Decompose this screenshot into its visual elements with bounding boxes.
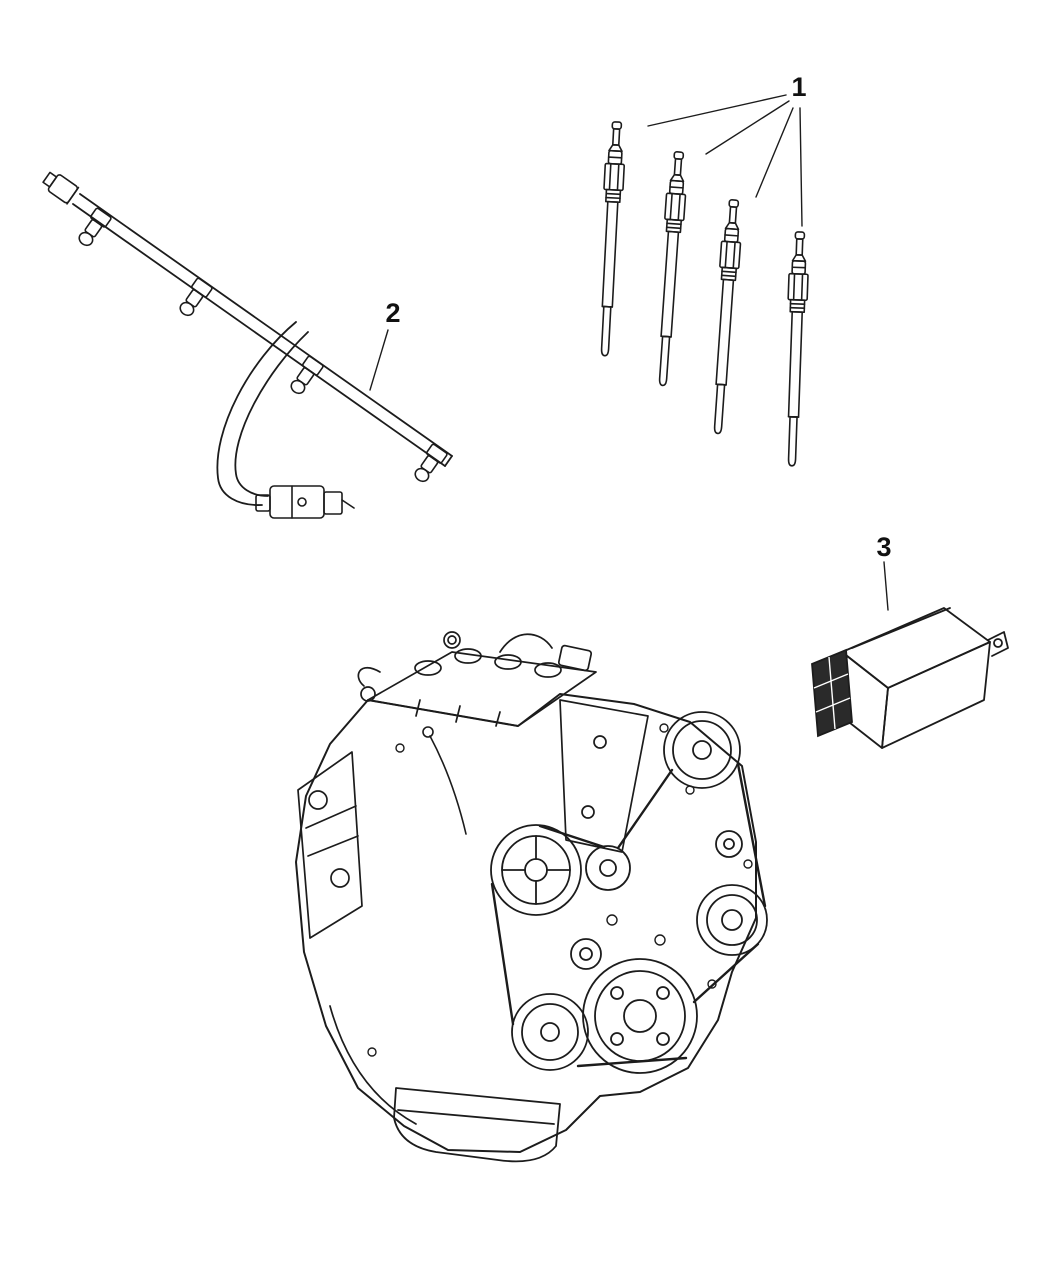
engine-block-outline [295,693,757,1153]
idler-pulley-small [570,938,602,970]
bolt-details [367,723,753,1057]
callout-2-leader-line [369,329,389,391]
harness-wire-loop [216,321,309,506]
callout-3[interactable]: 3 [876,532,891,562]
callout-2[interactable]: 2 [385,298,400,328]
module-pin-connector [811,648,853,738]
glow-plug-1 [594,120,628,357]
glow-plug-2 [652,150,690,387]
engine-assembly-drawing [295,631,768,1163]
glow-plugs-drawing [594,120,811,467]
wiring-harness-drawing [42,171,453,519]
dipstick-tube [422,726,467,835]
front-bracket [559,699,649,853]
harness-end-connector [42,171,80,205]
engine-mount-plate [297,751,363,939]
module-mount-tab [987,631,1009,657]
crankshaft-pulley [582,958,698,1074]
harness-main-connector [255,485,355,519]
water-pump-pulley [490,824,582,916]
serpentine-belt [490,762,767,1068]
oil-pan [393,1087,561,1163]
harness-rail [72,193,453,467]
alternator-pulley [696,884,768,956]
idler-pulley-mid [585,845,631,891]
idler-pulley-top [663,711,741,789]
lower-pulley [511,993,589,1071]
tensioner-knob [715,830,743,858]
intake-manifold [357,631,597,727]
glow-plug-3 [707,198,745,435]
callout-1[interactable]: 1 [791,72,806,102]
bell-housing-curve [329,1005,417,1125]
module-front-face [881,641,991,749]
callout-3-leader-line [883,561,889,611]
glow-plug-4 [781,230,811,467]
pulley-set [490,711,768,1074]
control-module-drawing [811,607,1009,749]
callout-1-leader-lines [647,94,803,227]
